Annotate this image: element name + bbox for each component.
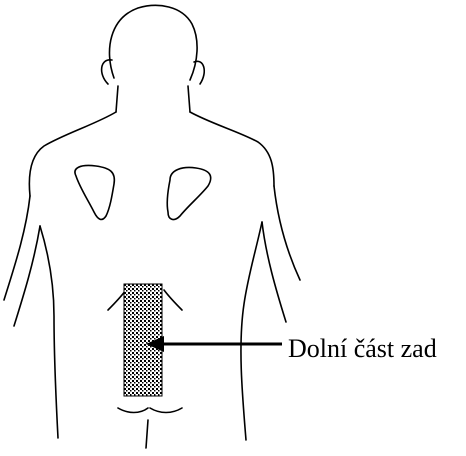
neck-right [188, 86, 190, 112]
head-outline [109, 5, 197, 80]
left-shoulder [29, 112, 116, 196]
left-waist-mark [108, 290, 126, 310]
left-arm-inner [14, 226, 40, 326]
right-arm-outer [274, 186, 300, 280]
lower-back-label: Dolní část zad [288, 336, 437, 362]
left-shoulder-blade [75, 165, 114, 219]
buttock-right [150, 408, 182, 413]
buttock-cleft [146, 420, 148, 448]
torso-right-side [241, 222, 262, 440]
torso-left-side [40, 226, 58, 438]
buttock-left [118, 408, 148, 413]
right-waist-mark [164, 290, 182, 310]
right-shoulder [190, 112, 274, 186]
right-arm-inner [262, 222, 286, 322]
neck-left [116, 86, 118, 112]
right-shoulder-blade [167, 168, 211, 220]
